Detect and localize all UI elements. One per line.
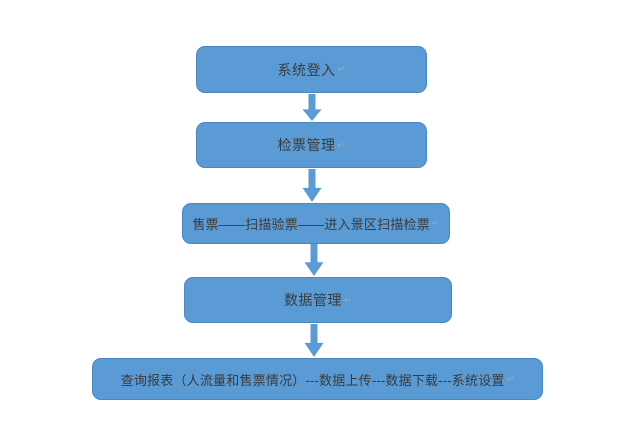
down-arrow-icon — [300, 169, 324, 202]
down-arrow-icon — [302, 244, 326, 276]
flow-node-label: 检票管理 — [277, 137, 336, 153]
down-arrow-icon — [300, 94, 324, 121]
return-mark: ↵ — [337, 64, 346, 74]
flow-node-system-login: 系统登入↵ — [196, 46, 427, 93]
down-arrow-icon — [302, 324, 326, 357]
return-mark: ↵ — [431, 218, 440, 228]
return-mark: ↵ — [343, 294, 353, 305]
flow-node-label: 售票——扫描验票——进入景区扫描检票 — [192, 217, 430, 232]
return-mark: ↵ — [337, 139, 346, 150]
flow-node-ticket-flow: 售票——扫描验票——进入景区扫描检票↵ — [182, 203, 450, 244]
flow-node-label: 数据管理 — [283, 292, 342, 308]
flow-node-label: 系统登入 — [277, 61, 336, 78]
flow-node-report-and-settings: 查询报表（人流量和售票情况）---数据上传---数据下载---系统设置↵ — [92, 358, 543, 400]
flow-node-ticket-check-mgmt: 检票管理↵ — [196, 122, 427, 168]
flow-node-data-mgmt: 数据管理↵ — [184, 277, 452, 323]
flow-node-label: 查询报表（人流量和售票情况）---数据上传---数据下载---系统设置 — [120, 372, 505, 388]
return-mark: ↵ — [506, 373, 515, 384]
